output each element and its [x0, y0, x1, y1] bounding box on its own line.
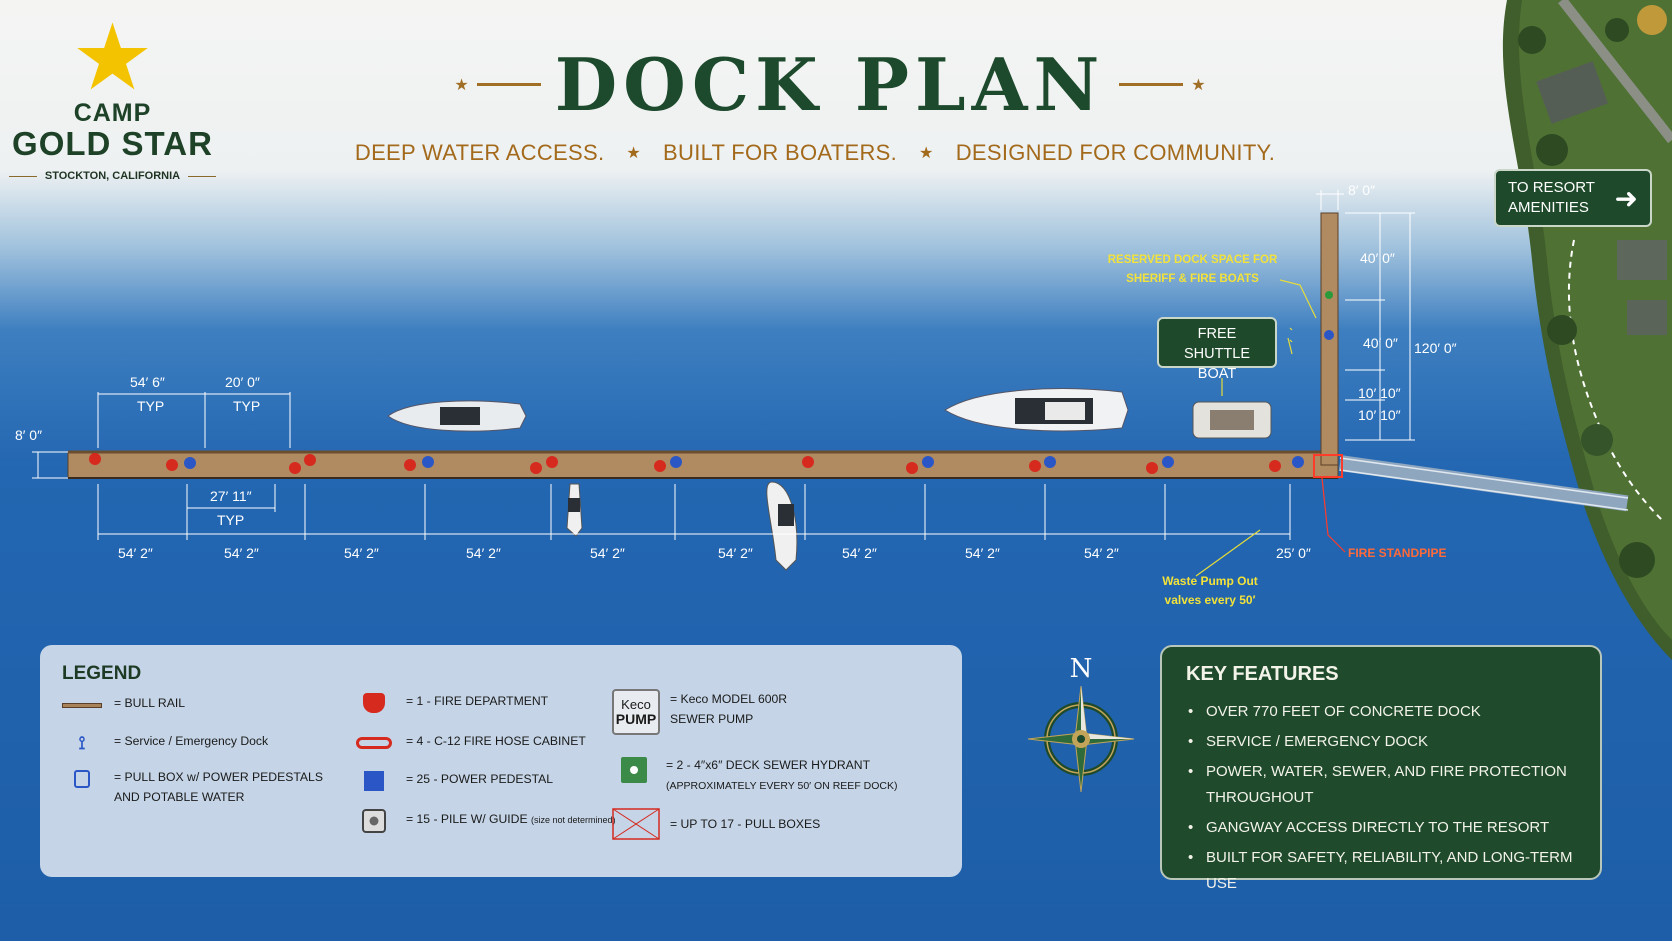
arrow-right-icon: ➜: [1614, 182, 1638, 214]
reserved-dock-callout: RESERVED DOCK SPACE FOR SHERIFF & FIRE B…: [1107, 254, 1278, 285]
sewer-hydrant-icon: [612, 755, 656, 785]
fire-department-icon: [352, 691, 396, 715]
gangway: [1338, 455, 1629, 512]
key-features-list: OVER 770 FEET OF CONCRETE DOCK SERVICE /…: [1188, 699, 1588, 901]
legend-item: = 1 - FIRE DEPARTMENT: [352, 691, 548, 715]
dim-arm-2: 40′ 0″: [1363, 335, 1398, 351]
legend-item: = 25 - POWER PEDESTAL: [352, 769, 553, 793]
compass-icon: [1027, 685, 1135, 793]
waste-pump-callout: Waste Pump Out valves every 50′: [1162, 574, 1258, 607]
fire-standpipe-box: [1313, 454, 1343, 478]
bull-rail-icon: [60, 693, 104, 717]
dim-bottom-5: 54′ 2″: [590, 545, 625, 561]
dim-bottom-8: 54′ 2″: [965, 545, 1000, 561]
yacht-top: [944, 388, 1129, 432]
logo-location: STOCKTON, CALIFORNIA: [0, 170, 225, 182]
dim-dock-width: 8′ 0″: [15, 427, 43, 443]
pile-guide-icon: [352, 809, 396, 833]
list-item: BUILT FOR SAFETY, RELIABILITY, AND LONG-…: [1188, 845, 1588, 897]
dim-typ-3: TYP: [217, 512, 245, 528]
dim-mid-span: 27′ 11″: [210, 488, 252, 504]
dim-top-2: 20′ 0″: [225, 374, 260, 390]
title-ornament-left: ★: [454, 75, 541, 95]
shuttle-boat: [1192, 401, 1272, 439]
legend-item: = 15 - PILE W/ GUIDE (size not determine…: [352, 809, 616, 833]
dim-top-1: 54′ 6″: [130, 374, 165, 390]
list-item: GANGWAY ACCESS DIRECTLY TO THE RESORT: [1188, 815, 1588, 841]
small-boat-bottom: [566, 483, 583, 537]
pull-boxes-icon: [612, 807, 660, 841]
dim-bottom-3: 54′ 2″: [344, 545, 379, 561]
boat-bottom: [766, 481, 798, 571]
dim-bottom-9: 54′ 2″: [1084, 545, 1119, 561]
compass-north-label: N: [1069, 654, 1093, 684]
tagline: DEEP WATER ACCESS.★ BUILT FOR BOATERS.★ …: [340, 140, 1290, 168]
pull-box-pedestal-icon: [60, 767, 104, 791]
key-features-title: KEY FEATURES: [1186, 663, 1339, 685]
power-pedestal-icon: [352, 769, 396, 793]
list-item: POWER, WATER, SEWER, AND FIRE PROTECTION…: [1188, 759, 1588, 811]
logo-line-2: GOLD STAR: [12, 125, 213, 162]
page-title: ★ DOCK PLAN ★: [454, 42, 1206, 127]
main-dock: [67, 451, 1339, 479]
dim-arm-4: 10′ 10″: [1358, 407, 1401, 423]
legend-item: = 4 - C-12 FIRE HOSE CABINET: [352, 731, 586, 755]
shoreline-land: [1412, 0, 1672, 941]
logo-line-1: CAMP: [73, 99, 152, 127]
dim-bottom-2: 54′ 2″: [224, 545, 259, 561]
dim-bottom-10: 25′ 0″: [1276, 545, 1311, 561]
dim-arm-3: 10′ 10″: [1358, 385, 1401, 401]
dock-pedestals: [89, 291, 1334, 474]
star-icon: ★: [626, 145, 642, 162]
dimension-lines: [32, 190, 1415, 540]
star-icon: ★: [71, 4, 154, 111]
dim-typ-1: TYP: [137, 398, 165, 414]
legend-item: = UP TO 17 - PULL BOXES: [612, 807, 820, 841]
service-dock-icon: ⟟: [78, 733, 86, 753]
legend-item: = BULL RAIL: [60, 693, 185, 717]
dim-arm-total: 120′ 0″: [1414, 340, 1457, 356]
legend-title: LEGEND: [62, 663, 142, 684]
shuttle-boat-label: FREE SHUTTLE BOAT: [1157, 317, 1277, 382]
dim-typ-2: TYP: [233, 398, 261, 414]
camp-gold-star-logo: ★ CAMP GOLD STAR STOCKTON, CALIFORNIA: [0, 4, 225, 182]
dim-bottom-4: 54′ 2″: [466, 545, 501, 561]
legend-item: = 2 - 4″x6″ DECK SEWER HYDRANT(APPROXIMA…: [612, 755, 897, 796]
fire-standpipe-callout: FIRE STANDPIPE: [1348, 546, 1447, 560]
to-resort-sign[interactable]: TO RESORT AMENITIES ➜: [1494, 169, 1652, 227]
list-item: OVER 770 FEET OF CONCRETE DOCK: [1188, 699, 1588, 725]
dim-arm-width: 8′ 0″: [1348, 182, 1376, 198]
list-item: SERVICE / EMERGENCY DOCK: [1188, 729, 1588, 755]
boat-top-left: [387, 400, 527, 432]
star-icon: ★: [919, 145, 934, 162]
fire-hose-cabinet-icon: [352, 731, 396, 755]
compass-rose: N: [1026, 654, 1136, 794]
legend-item: ⟟ = Service / Emergency Dock: [60, 731, 268, 755]
title-ornament-right: ★: [1119, 75, 1206, 95]
dim-bottom-6: 54′ 2″: [718, 545, 753, 561]
dim-bottom-1: 54′ 2″: [118, 545, 153, 561]
dim-arm-1: 40′ 0″: [1360, 250, 1395, 266]
dim-bottom-7: 54′ 2″: [842, 545, 877, 561]
legend-panel: LEGEND = BULL RAIL ⟟ = Service / Emergen…: [40, 645, 962, 877]
key-features-panel: KEY FEATURES OVER 770 FEET OF CONCRETE D…: [1160, 645, 1602, 892]
